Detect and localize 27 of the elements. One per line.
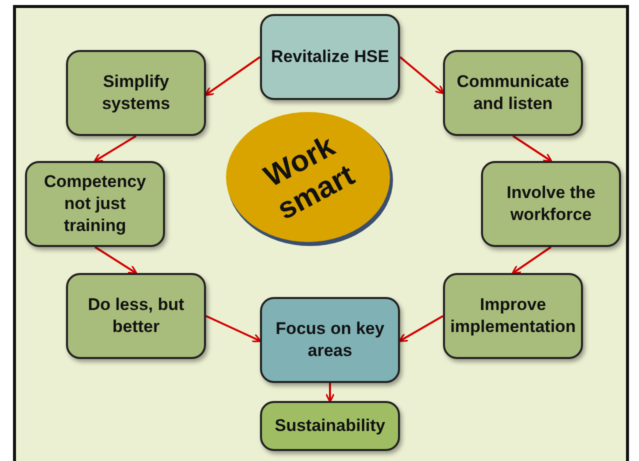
node-text: Simplify systems (100, 70, 172, 115)
process-box (481, 161, 621, 247)
arrow (204, 56, 261, 96)
arrow (398, 315, 444, 342)
node-text: Focus on key areas (274, 318, 386, 362)
arrow (206, 315, 262, 342)
process-box (443, 273, 583, 359)
arrow (94, 246, 138, 274)
node-text: Involve the workforce (506, 182, 596, 226)
arrow (512, 246, 552, 274)
node-text: Improve implementation (449, 294, 577, 338)
process-box (260, 401, 400, 451)
node-text: Do less, but better (86, 294, 186, 338)
arrow (94, 135, 137, 162)
process-box (260, 14, 400, 100)
process-box (260, 297, 400, 383)
node-text: Revitalize HSE (270, 46, 390, 68)
node-text: Competency not just training (42, 170, 148, 238)
process-box (25, 161, 165, 247)
process-box (443, 50, 583, 136)
arrow (325, 383, 335, 403)
arrow (399, 56, 444, 94)
process-box (66, 50, 206, 136)
node-text: Communicate and listen (456, 70, 570, 115)
arrow (512, 135, 552, 162)
node-text: Sustainability (274, 414, 386, 437)
process-box (66, 273, 206, 359)
